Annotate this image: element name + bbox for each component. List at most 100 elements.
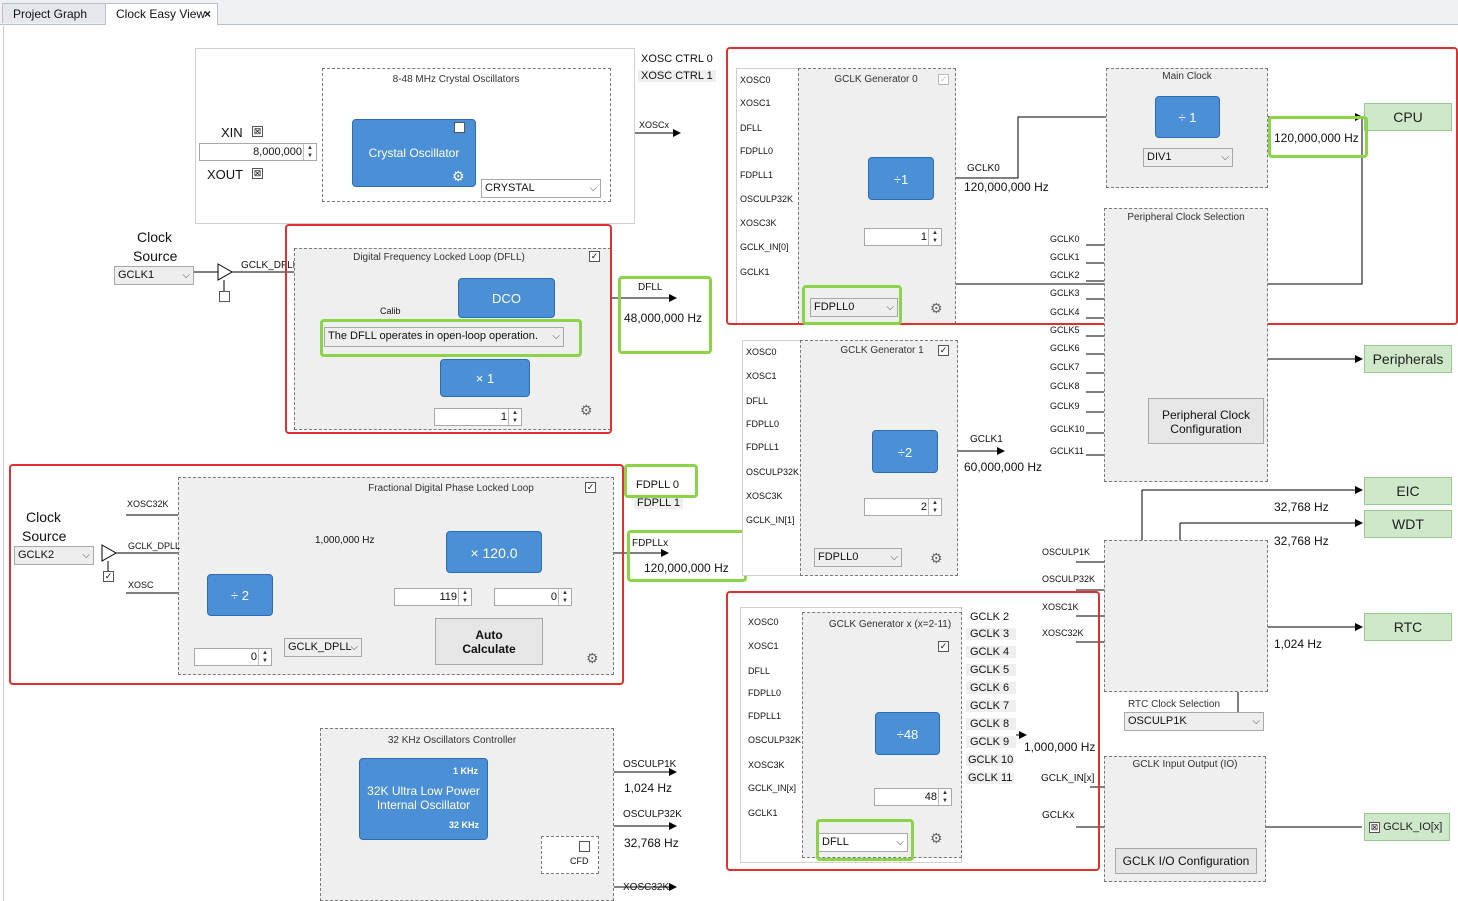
spinner-icon[interactable]: ▲▼ [928,229,941,245]
dfll-clock-source-select[interactable]: GCLK1⌵ [114,266,194,285]
gclk0-title: GCLK Generator 0 [834,74,918,85]
gclkx-input-label: FDPLL0 [748,688,782,698]
close-icon[interactable]: × [203,7,211,21]
xosc-mode-value: CRYSTAL [485,182,535,194]
gear-icon[interactable]: ⚙ [930,830,943,846]
tab-project-graph[interactable]: Project Graph [2,3,106,23]
xout-pin-checkbox[interactable]: ⊠ [252,168,263,179]
xosc-mode-select[interactable]: CRYSTAL⌵ [481,179,601,198]
spinner-icon[interactable]: ▲▼ [258,649,271,665]
gclk-io-configuration-button[interactable]: GCLK I/O Configuration [1115,848,1257,874]
fdpll-frequency-highlight [627,530,747,582]
gclkx-source-value: DFLL [822,836,849,848]
dfll-highlight [285,224,612,434]
gclk1-input-label: FDPLL1 [746,442,780,452]
fdpll-0-item[interactable]: FDPLL 0 [636,479,680,491]
gclk1-divider-block[interactable]: ÷2 [872,430,938,473]
spinner-icon[interactable]: ▲▼ [558,589,571,605]
xin-label: XIN [221,125,243,140]
gclkx-list-item[interactable]: GCLK 2 [970,611,1010,623]
gclkx-list-item[interactable]: GCLK 10 [966,754,1014,766]
gclk-dfll-enable-checkbox[interactable] [219,291,230,302]
gear-icon[interactable]: ⚙ [930,550,943,566]
main-clock-divider-select[interactable]: DIV1⌵ [1143,148,1233,167]
gclkx-list-item[interactable]: GCLK 9 [966,736,1016,748]
gclkx-list-item[interactable]: GCLK 4 [966,646,1016,658]
gclkx-divider-input[interactable]: 48▲▼ [874,788,952,806]
xosc-ctrl-0-item[interactable]: XOSC CTRL 0 [641,53,713,65]
fdpll-ldrfrac-input[interactable]: 0▲▼ [494,588,572,606]
gclkx-list-item[interactable]: GCLK 11 [966,772,1014,784]
gclk-dpll-enable-checkbox[interactable]: ✓ [103,571,114,582]
xosc-frequency-input[interactable]: 8,000,000▲▼ [199,143,317,161]
spinner-icon[interactable]: ▲▼ [458,589,471,605]
spinner-icon[interactable]: ▲▼ [928,499,941,515]
fdpll-reference-select[interactable]: GCLK_DPLL⌵ [284,638,362,657]
xosc-ctrl-1-item[interactable]: XOSC CTRL 1 [638,70,716,82]
peripheral-input-label: GCLK1 [1050,252,1080,262]
gear-icon[interactable]: ⚙ [452,168,465,184]
gclk0-frequency: 120,000,000 Hz [964,180,1049,194]
gear-icon[interactable]: ⚙ [930,300,943,316]
fdpll-multiplier-block[interactable]: × 120.0 [446,531,542,573]
eic-output: EIC [1364,477,1452,505]
dfll-multiplier-block[interactable]: × 1 [440,359,530,397]
gclkx-input-label: XOSC0 [748,617,779,627]
gclkx-input-label: GCLK_IN[x] [748,783,797,793]
dfll-multiplier-input[interactable]: 1▲▼ [434,408,522,426]
gear-icon[interactable]: ⚙ [580,402,593,418]
gclkx-list-item[interactable]: GCLK 6 [966,682,1016,694]
gclk-io-pin[interactable]: ⊠ GCLK_IO[x] [1364,813,1450,841]
gclk1-enable-checkbox[interactable]: ✓ [938,345,949,356]
rtc-input-label: OSCULP1K [1042,547,1091,557]
gclkx-list-item[interactable]: GCLK 3 [966,628,1016,640]
gear-icon[interactable]: ⚙ [586,650,599,666]
dfll-mode-select[interactable]: The DFLL operates in open-loop operation… [324,327,564,347]
gclkx-list-item[interactable]: GCLK 7 [966,700,1016,712]
gclk1-source-select[interactable]: FDPLL0⌵ [814,548,902,567]
fdpll-1-item[interactable]: FDPLL 1 [634,497,684,509]
xin-pin-checkbox[interactable]: ⊠ [252,126,263,137]
fdpll-divider-input[interactable]: 0▲▼ [194,648,272,666]
crystal-oscillator-enable-checkbox[interactable] [454,122,465,133]
gclkx-input-label: DFLL [748,666,771,676]
dfll-enable-checkbox[interactable]: ✓ [589,251,600,262]
pin-checkbox-icon[interactable]: ⊠ [1369,821,1380,833]
fdpll-ldr-input[interactable]: 119▲▼ [394,588,472,606]
fdpll-divider-block[interactable]: ÷ 2 [207,574,273,616]
gclkx-divider-label: ÷48 [896,727,919,742]
gclk0-divider-input[interactable]: 1▲▼ [864,228,942,246]
gclk0-enable-checkbox[interactable]: ✓ [938,74,949,85]
gclk0-highlight [726,47,1458,325]
gclkx-list-item[interactable]: GCLK 8 [966,718,1016,730]
gclk-dfll-wire-label: GCLK_DFLL [241,260,299,271]
fdpll-enable-checkbox[interactable]: ✓ [585,482,596,493]
cfd-enable-checkbox[interactable] [579,841,590,852]
chevron-down-icon: ⌵ [82,550,90,561]
gclkx-source-select[interactable]: DFLL⌵ [818,833,908,852]
gclkx-enable-checkbox[interactable]: ✓ [938,641,949,652]
rtc-clock-select[interactable]: OSCULP1K⌵ [1124,712,1264,731]
gclkx-list-item[interactable]: GCLK 5 [966,664,1016,676]
tab-clock-easy-view[interactable]: Clock Easy View× [105,3,218,25]
tab-label: Clock Easy View [116,7,206,21]
main-clock-divider-block[interactable]: ÷ 1 [1155,96,1220,138]
spinner-icon[interactable]: ▲▼ [303,144,316,160]
gclk1-divider-input[interactable]: 2▲▼ [864,498,942,516]
gclkx-divider-block[interactable]: ÷48 [875,712,940,755]
spinner-icon[interactable]: ▲▼ [508,409,521,425]
wdt-label: WDT [1392,516,1424,532]
rtc-clock-value: OSCULP1K [1128,715,1187,727]
dco-block[interactable]: DCO [458,278,555,318]
fdpll-clock-source-select[interactable]: GCLK2⌵ [14,546,94,565]
clock-source-label: Source [133,248,178,264]
gclk0-input-label: XOSC0 [740,75,771,85]
gclk1-output-label: GCLK1 [970,434,1003,445]
gclk0-divider-block[interactable]: ÷1 [868,157,934,200]
dfll-mode-highlight [320,319,582,357]
spinner-icon[interactable]: ▲▼ [938,789,951,805]
gclk0-source-select[interactable]: FDPLL0⌵ [810,298,898,317]
